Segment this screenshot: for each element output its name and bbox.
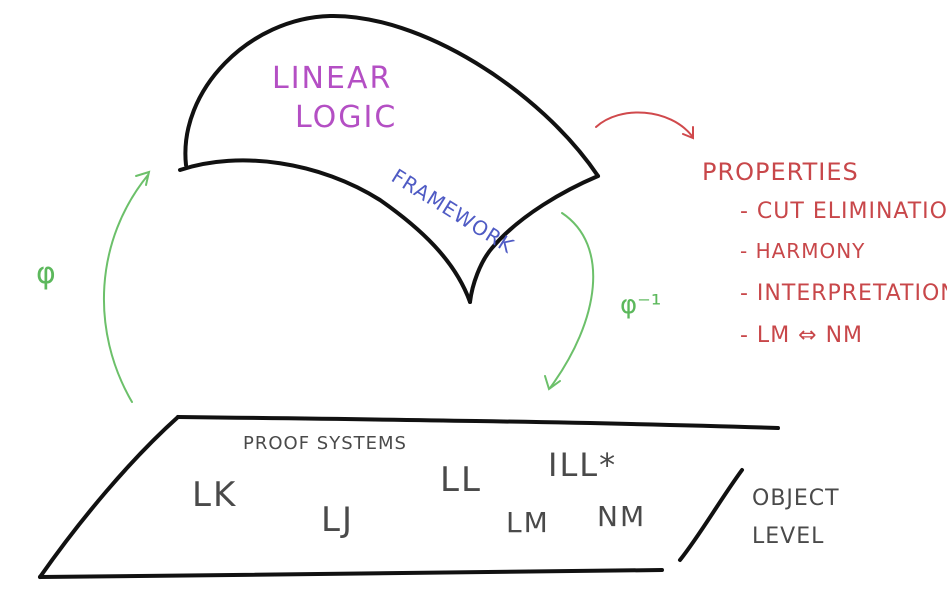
framework-title-line1: LINEAR: [272, 61, 392, 96]
object-level-plane: [38, 415, 780, 579]
phi-inverse-arrow-curve: [549, 212, 595, 389]
plane-bottom-edge: [38, 568, 664, 579]
properties-arrow-curve: [595, 111, 693, 137]
properties-heading: PROPERTIES: [702, 158, 859, 186]
phi-inverse-arrow: [544, 212, 595, 391]
phi-arrow: [103, 170, 151, 403]
object-level-label-line1: OBJECT: [752, 486, 840, 511]
object-level-label-line2: LEVEL: [752, 524, 824, 549]
property-item-harmony: - HARMONY: [740, 239, 865, 263]
proof-system-nm: NM: [597, 500, 646, 533]
phi-arrow-curve: [103, 174, 149, 403]
plane-top-edge: [176, 415, 780, 430]
plane-right-edge: [678, 468, 744, 562]
proof-system-lk: LK: [192, 475, 237, 515]
phi-arrow-head: [135, 170, 151, 186]
framework-title-line2: LOGIC: [295, 100, 397, 135]
framework-sheet-right-edge: [468, 174, 600, 304]
framework-sheet: [178, 13, 600, 304]
framework-sheet-front-edge: [178, 158, 472, 304]
property-item-interpretation: - INTERPRETATION: [740, 281, 947, 306]
phi-inverse-arrow-head: [544, 375, 561, 391]
properties-arrow: [595, 111, 694, 140]
property-item-lm-nm: - LM ⇔ NM: [740, 323, 863, 348]
phi-inverse-label: φ⁻¹: [620, 290, 661, 320]
proof-system-lj: LJ: [321, 500, 354, 540]
phi-label: φ: [36, 256, 56, 291]
plane-left-edge: [38, 415, 180, 579]
proof-systems-heading: PROOF SYSTEMS: [243, 433, 407, 454]
properties-arrow-head: [682, 126, 694, 140]
proof-system-lm: LM: [506, 506, 550, 539]
property-item-cut-elimination: - CUT ELIMINATION: [740, 199, 947, 224]
proof-system-ill-star: ILL*: [548, 446, 617, 484]
framework-sheet-back-edge: [183, 13, 600, 178]
framework-subtitle: FRAMEWORK: [387, 164, 518, 258]
proof-system-ll: LL: [440, 460, 482, 500]
